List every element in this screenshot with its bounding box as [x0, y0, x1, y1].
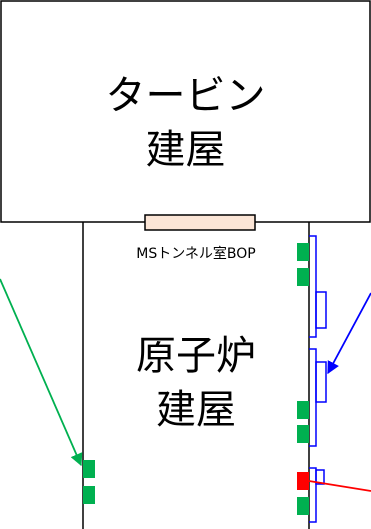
green-opening-right-3	[297, 401, 309, 419]
turbine-building-title-line1: タービン	[105, 73, 266, 119]
blue-panel-bottom	[315, 469, 325, 485]
turbine-building-box	[0, 0, 371, 223]
ms-tunnel-room	[144, 214, 256, 231]
green-opening-left-1	[83, 460, 95, 478]
blue-bracket-upper	[309, 235, 317, 338]
reactor-building-title-line2: 建屋	[156, 387, 236, 433]
green-opening-right-4	[297, 425, 309, 443]
green-opening-left-2	[83, 486, 95, 504]
blue-bracket-lower	[309, 348, 317, 447]
blue-bracket-bottom	[309, 467, 317, 523]
red-line	[308, 480, 371, 492]
red-opening	[297, 472, 309, 490]
reactor-building-title-line1: 原子炉	[136, 333, 256, 379]
blue-arrow	[327, 292, 371, 375]
green-opening-right-5	[297, 497, 309, 515]
green-opening-right-2	[297, 268, 309, 286]
green-opening-right-1	[297, 243, 309, 261]
turbine-building-title-line2: 建屋	[145, 127, 226, 173]
blue-panel-lower	[315, 361, 327, 403]
blue-panel-upper	[315, 291, 327, 329]
ms-tunnel-label: MSトンネル室BOP	[136, 246, 256, 262]
green-arrow	[0, 278, 83, 467]
